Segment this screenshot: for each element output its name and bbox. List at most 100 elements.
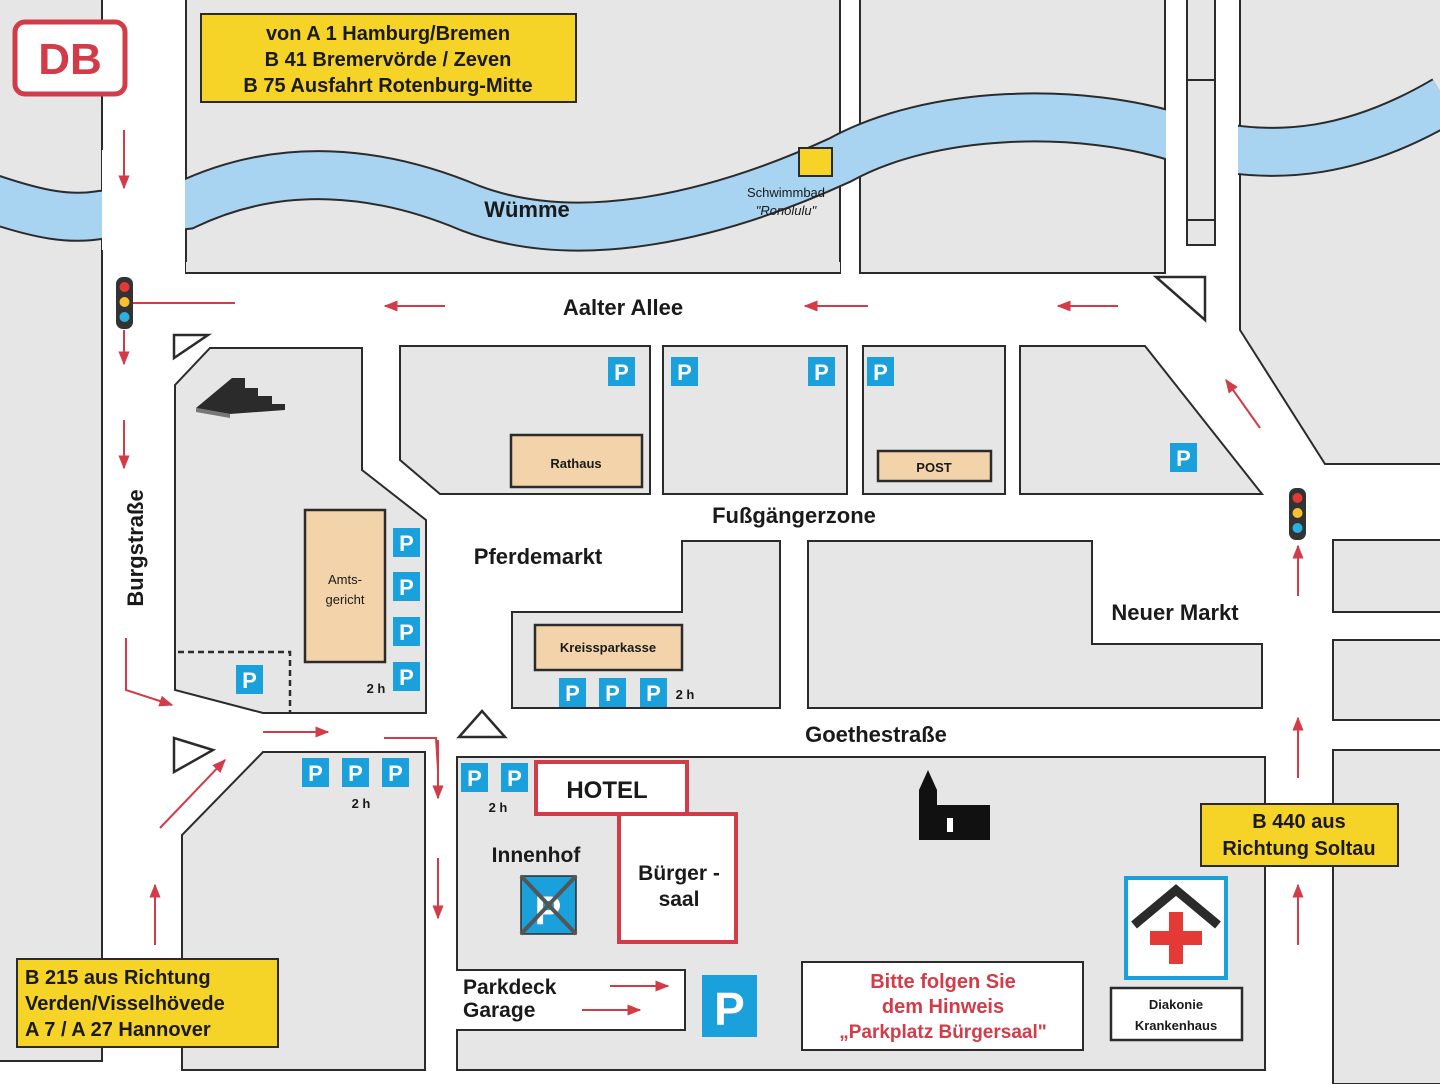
parking-area-outline [178,650,292,713]
courtyard-label: Innenhof [492,844,582,867]
traffic-light-west [116,277,133,329]
parking-sign: P [236,665,263,694]
sign-southwest: B 215 aus Richtung Verden/Visselhövede A… [16,958,279,1048]
building-sparkasse: Kreissparkasse [533,623,684,672]
parking-sign: P [302,758,329,787]
parking-sign-symbol: P [814,360,829,385]
building-court-line2: gericht [325,592,364,607]
sign-east: B 440 aus Richtung Soltau [1200,803,1399,867]
parking-sign-symbol: P [507,766,522,791]
street-label-neuer-markt: Neuer Markt [1111,600,1239,625]
parking-sign: P [640,678,667,707]
building-town-hall-label: Rathaus [550,456,601,471]
parking-sign: P [559,678,586,707]
parking-sign: P [461,763,488,792]
river [0,78,1440,252]
river-bridge-west [102,150,185,250]
arrow-goethe-turn [384,737,439,771]
parking-sign: P [382,758,409,787]
hospital-line1: Diakonie [1149,997,1203,1012]
courtyard-no-parking-icon: P [519,874,578,936]
block-new-market [807,540,1263,709]
yield-signs [172,275,1207,775]
river-label: Wümme [484,197,570,222]
parking-sign-symbol: P [1176,446,1191,471]
direction-arrows [118,130,1304,1016]
sign-east-line2: Richtung Soltau [1222,838,1375,860]
sign-southwest-line3: A 7 / A 27 Hannover [25,1019,211,1041]
bridge-island [1186,79,1216,221]
block-west [0,0,103,1062]
parking-sign-symbol: P [467,766,482,791]
hospital-line2: Krankenhaus [1135,1018,1217,1033]
parking-sign: P [393,528,420,557]
parking-sign-large-symbol: P [714,983,745,1035]
parking-limit-sparkasse: 2 h [676,687,695,702]
yield-sign-ne [1152,275,1207,323]
garage-line1: Parkdeck [463,976,557,999]
street-label-pferdemarkt: Pferdemarkt [474,544,603,569]
building-post: POST [876,449,993,483]
parking-limit-hotel: 2 h [489,800,508,815]
stairs-icon [196,378,285,418]
parking-sign: P [1170,443,1197,472]
hospital-label-box: Diakonie Krankenhaus [1109,986,1244,1042]
traffic-light-east [1289,488,1306,540]
block-edge-fix [186,262,840,273]
parking-sign: P [393,617,420,646]
hotel-label: HOTEL [566,777,647,804]
parking-sign-symbol: P [565,681,580,706]
street-label-goethestrasse: Goethestraße [805,722,947,747]
parking-sign: P [808,357,835,386]
hospital-icon [1124,876,1228,980]
notice-line3: „Parkplatz Bürgersaal" [839,1022,1047,1043]
parking-sign-symbol: P [614,360,629,385]
buergersaal-line1: Bürger - [638,862,720,885]
parking-sign: P [501,763,528,792]
sign-north-line1: von A 1 Hamburg/Bremen [266,23,510,45]
swimming-pool-line1: Schwimmbad [747,185,825,200]
block-east-2 [1332,639,1440,721]
notice-line2: dem Hinweis [882,996,1004,1018]
yield-sign-nw [172,333,213,361]
parking-sign-symbol: P [646,681,661,706]
sign-southwest-line2: Verden/Visselhövede [25,993,225,1015]
building-court: Amts- gericht [303,508,387,664]
buergersaal-building: Bürger - saal [617,812,738,944]
building-court-line1: Amts- [328,572,362,587]
sign-north-line3: B 75 Ausfahrt Rotenburg-Mitte [243,75,532,97]
sign-north: von A 1 Hamburg/Bremen B 41 Bremervörde … [200,13,577,103]
sign-southwest-line1: B 215 aus Richtung [25,967,211,989]
building-sparkasse-label: Kreissparkasse [560,640,656,655]
parking-sign-symbol: P [242,668,257,693]
garage-line2: Garage [463,999,535,1022]
parking-sign-symbol: P [605,681,620,706]
parking-sign-symbol: P [873,360,888,385]
church-icon [919,770,990,840]
parking-sign: P [867,357,894,386]
arrow-burgstrasse-turn [125,638,174,707]
parking-sign: P [608,357,635,386]
parking-limit-southwest: 2 h [352,796,371,811]
db-logo-text: DB [38,35,102,84]
parking-sign: P [342,758,369,787]
parking-sign-symbol: P [399,620,414,645]
parking-sign-symbol: P [399,531,414,556]
yield-sign-center [456,709,508,739]
db-logo: DB [12,19,128,97]
parking-sign-symbol: P [399,665,414,690]
sign-east-line1: B 440 aus [1252,811,1345,833]
building-town-hall: Rathaus [509,433,644,489]
parking-sign-symbol: P [399,575,414,600]
buergersaal-line2: saal [659,888,700,911]
parking-sign-symbol: P [348,761,363,786]
block-northeast-market [1019,345,1265,495]
parking-sign: P [393,662,420,691]
street-label-fussgaengerzone: Fußgängerzone [712,503,876,528]
swimming-pool-marker [798,147,833,177]
notice-box: Bitte folgen Sie dem Hinweis „Parkplatz … [801,961,1084,1051]
parking-sign-large: P [702,975,757,1037]
building-post-label: POST [916,460,951,475]
notice-line1: Bitte folgen Sie [870,971,1016,993]
